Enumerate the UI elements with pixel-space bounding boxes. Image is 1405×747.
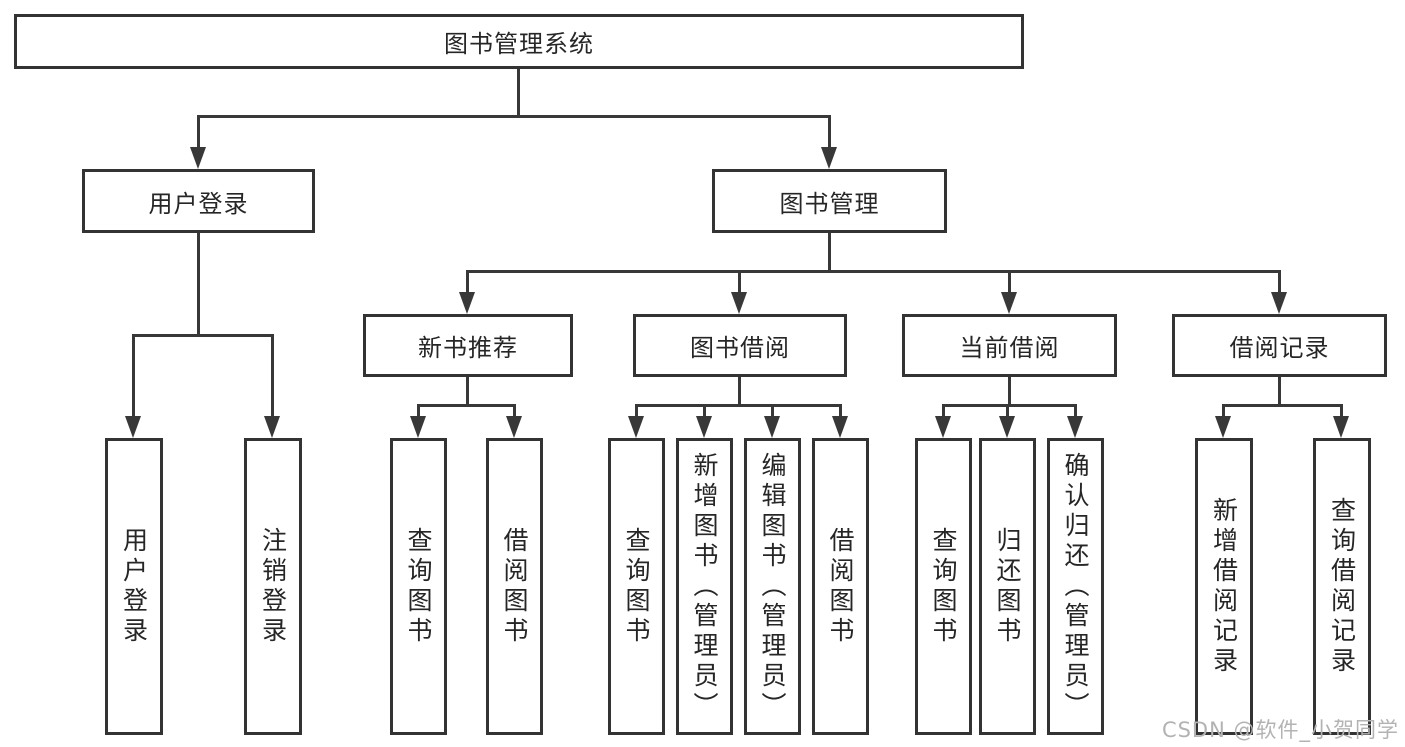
leaf-confirm-return-admin: 确认归还（管理员） [1047, 438, 1104, 735]
node-library-management-system: 图书管理系统 [14, 14, 1024, 69]
node-borrowing-records: 借阅记录 [1172, 314, 1387, 377]
connector-line [197, 233, 200, 337]
leaf-query-books-recommend: 查询图书 [390, 438, 447, 735]
connector-line [703, 404, 706, 418]
leaf-borrow-books-recommend: 借阅图书 [486, 438, 543, 735]
connector-line [635, 404, 638, 418]
connector-line [828, 115, 831, 150]
leaf-borrow-books-borrowing: 借阅图书 [812, 438, 869, 735]
node-book-management: 图书管理 [712, 169, 947, 233]
watermark: CSDN @软件_小贺同学 [1161, 718, 1399, 742]
connector-arrowhead [190, 147, 206, 169]
leaf-edit-book-admin: 编辑图书（管理员） [744, 438, 801, 735]
leaf-add-borrow-record: 新增借阅记录 [1195, 438, 1253, 735]
connector-line [271, 334, 274, 418]
node-user-login: 用户登录 [82, 169, 315, 233]
connector-line [839, 404, 842, 418]
connector-line [132, 334, 135, 418]
connector-arrowhead [764, 416, 780, 438]
connector-line [197, 115, 831, 118]
connector-line [466, 270, 1281, 273]
connector-arrowhead [628, 416, 644, 438]
connector-line [1074, 404, 1077, 418]
connector-line [635, 404, 842, 407]
leaf-add-book-admin: 新增图书（管理员） [676, 438, 733, 735]
leaf-user-login: 用户登录 [105, 438, 163, 735]
leaf-query-books-borrowing: 查询图书 [608, 438, 665, 735]
connector-line [1222, 404, 1343, 407]
connector-arrowhead [1333, 416, 1349, 438]
connector-line [828, 233, 831, 273]
connector-line [197, 115, 200, 150]
connector-line [771, 404, 774, 418]
connector-arrowhead [1271, 292, 1287, 314]
connector-line [942, 404, 945, 418]
leaf-query-borrow-record: 查询借阅记录 [1313, 438, 1371, 735]
connector-arrowhead [410, 416, 426, 438]
connector-line [1006, 404, 1009, 418]
connector-line [132, 334, 274, 337]
connector-line [1008, 270, 1011, 294]
leaf-query-books-current: 查询图书 [915, 438, 972, 735]
connector-line [1008, 377, 1011, 407]
node-new-book-recommend: 新书推荐 [363, 314, 573, 377]
connector-line [738, 377, 741, 407]
connector-arrowhead [264, 416, 280, 438]
connector-line [417, 404, 420, 418]
connector-line [517, 68, 520, 118]
connector-line [942, 404, 1077, 407]
node-current-borrowing: 当前借阅 [902, 314, 1117, 377]
connector-arrowhead [821, 147, 837, 169]
connector-arrowhead [1067, 416, 1083, 438]
leaf-logout: 注销登录 [244, 438, 302, 735]
connector-line [1278, 377, 1281, 407]
connector-arrowhead [125, 416, 141, 438]
connector-line [466, 377, 469, 407]
connector-line [417, 404, 516, 407]
connector-line [1278, 270, 1281, 294]
connector-arrowhead [1001, 292, 1017, 314]
connector-line [1340, 404, 1343, 418]
connector-line [1222, 404, 1225, 418]
connector-line [738, 270, 741, 294]
leaf-return-book: 归还图书 [979, 438, 1036, 735]
connector-line [513, 404, 516, 418]
node-book-borrowing: 图书借阅 [633, 314, 847, 377]
connector-arrowhead [459, 292, 475, 314]
connector-arrowhead [696, 416, 712, 438]
connector-arrowhead [935, 416, 951, 438]
connector-arrowhead [999, 416, 1015, 438]
connector-arrowhead [506, 416, 522, 438]
connector-arrowhead [731, 292, 747, 314]
connector-line [466, 270, 469, 294]
connector-arrowhead [832, 416, 848, 438]
connector-arrowhead [1215, 416, 1231, 438]
